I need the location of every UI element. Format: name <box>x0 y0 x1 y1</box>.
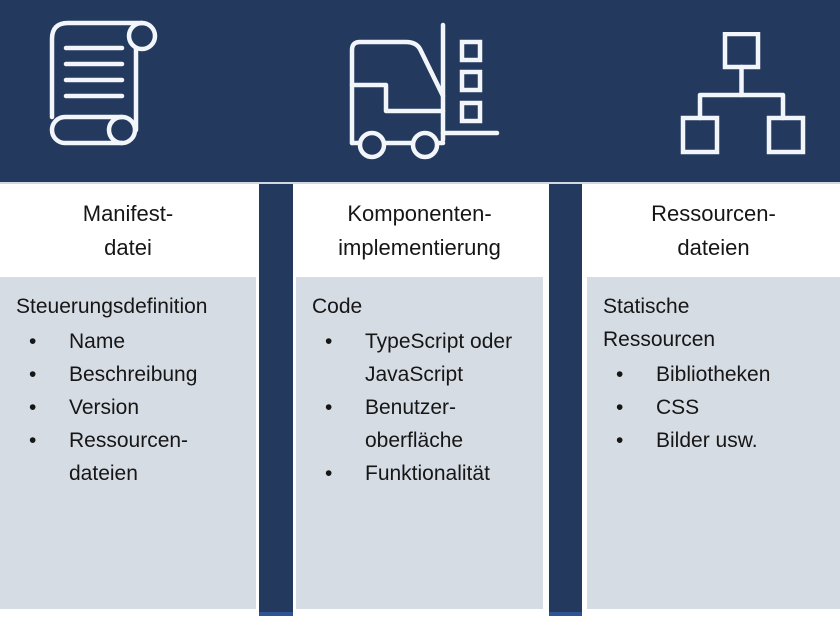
list-item: • Bilder usw. <box>603 424 832 457</box>
bullet-list: • Name • Beschreibung • Version • Ressourcen… <box>16 325 248 490</box>
bullet-text: Version <box>69 396 140 419</box>
scroll-icon <box>49 20 158 146</box>
column-title: Manifest- datei <box>0 184 256 277</box>
column-title: Komponenten- implementierung <box>296 184 543 277</box>
bullet-icon: • <box>29 396 37 419</box>
list-item: • Benutzer- oberfläche <box>312 391 535 457</box>
list-item: • Version <box>16 391 248 424</box>
bullet-icon: • <box>325 462 333 485</box>
bullet-icon: • <box>616 429 624 452</box>
bullet-icon: • <box>29 429 37 452</box>
list-item: • Beschreibung <box>16 358 248 391</box>
bullet-icon: • <box>29 363 37 386</box>
bullet-icon: • <box>325 396 333 419</box>
list-item: • Funktionalität <box>312 457 535 490</box>
column-implementation: Komponenten- implementierung Code • TypeS… <box>296 184 543 609</box>
list-item: • CSS <box>603 391 832 424</box>
body-lead: Statische Ressourcen <box>603 295 716 351</box>
column-title: Ressourcen- dateien <box>587 184 840 277</box>
list-item: • Ressourcen- dateien <box>16 424 248 490</box>
column-resources: Ressourcen- dateien Statische Ressourcen… <box>587 184 840 609</box>
bullet-text: Benutzer- oberfläche <box>365 396 464 452</box>
bullet-text: Beschreibung <box>69 363 198 386</box>
column-body: Steuerungsdefinition • Name • Beschreibung… <box>0 277 256 609</box>
column-divider <box>259 184 293 616</box>
bullet-text: Bibliotheken <box>656 363 771 386</box>
column-body: Code • TypeScript oder JavaScript • Benutz… <box>296 277 543 609</box>
list-item: • Name <box>16 325 248 358</box>
column-body: Statische Ressourcen • Bibliotheken • CSS … <box>587 277 840 609</box>
list-item: • TypeScript oder JavaScript <box>312 325 535 391</box>
bullet-icon: • <box>616 396 624 419</box>
bullet-text: TypeScript oder JavaScript <box>365 330 513 386</box>
bullet-icon: • <box>29 330 37 353</box>
bullet-list: • TypeScript oder JavaScript • Benutzer- o… <box>312 325 535 490</box>
bullet-text: Name <box>69 330 126 353</box>
bullet-text: CSS <box>656 396 700 419</box>
bullet-icon: • <box>616 363 624 386</box>
column-divider <box>549 184 582 616</box>
org-chart-icon <box>680 32 806 155</box>
forklift-icon <box>349 22 500 160</box>
bullet-text: Bilder usw. <box>656 429 758 452</box>
column-manifest: Manifest- datei Steuerungsdefinition • Na… <box>0 184 256 609</box>
bullet-icon: • <box>325 330 333 353</box>
bullet-list: • Bibliotheken • CSS • Bilder usw. <box>603 358 832 457</box>
bullet-text: Funktionalität <box>365 462 490 485</box>
bullet-text: Ressourcen- dateien <box>69 429 189 485</box>
body-lead: Code <box>312 295 363 318</box>
header-band <box>0 0 840 184</box>
body-lead: Steuerungsdefinition <box>16 295 208 318</box>
list-item: • Bibliotheken <box>603 358 832 391</box>
